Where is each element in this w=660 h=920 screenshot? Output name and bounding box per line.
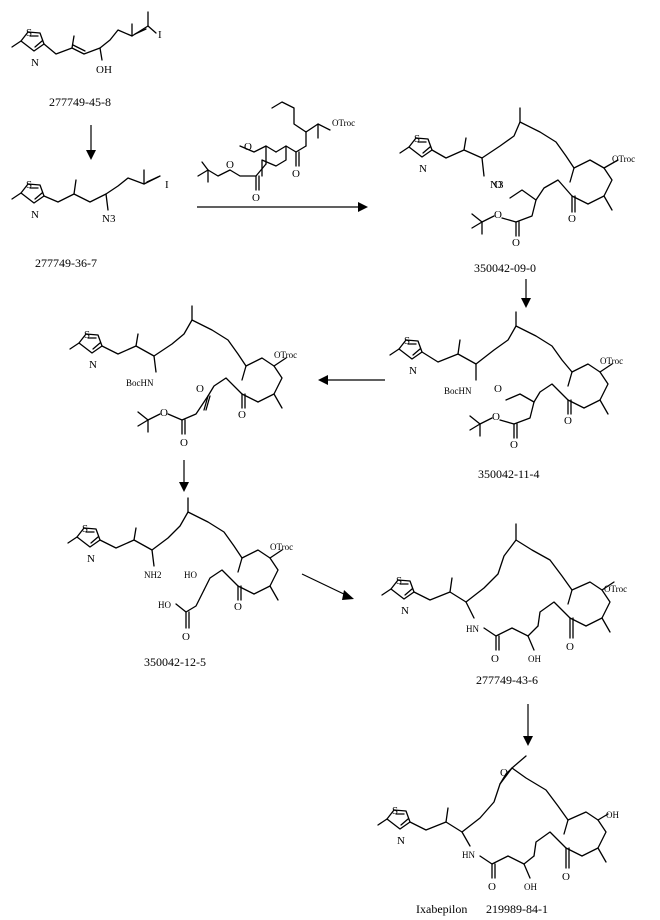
ester-oxygen-label: O: [494, 209, 502, 221]
amide-oxygen-label: O: [491, 653, 499, 665]
cas-label: 277749-43-6: [476, 673, 538, 687]
reagent-fragment: OTroc O O O O: [197, 101, 355, 204]
nitrogen-label: N: [31, 209, 39, 221]
compound-bochn-ketoester: S N OTroc O BocHN O O O: [69, 305, 297, 449]
otroc-label: OTroc: [270, 542, 293, 552]
sulfur-label: S: [84, 329, 90, 341]
ester-oxygen-label: O: [160, 407, 168, 419]
iodo-label: I: [158, 29, 162, 41]
hydroxyl-label: HO: [184, 570, 197, 580]
ester-oxygen-label: O: [226, 159, 234, 171]
ketone-oxygen-label: O: [566, 641, 574, 653]
amine-label: NH2: [144, 570, 162, 580]
nitrogen-label: N: [89, 359, 97, 371]
hydroxyl-label: OH: [524, 882, 537, 892]
ketone-oxygen-label: O: [238, 409, 246, 421]
iodo-label: I: [165, 179, 169, 191]
nitrogen-label: N: [401, 605, 409, 617]
cas-label: 350042-11-4: [478, 467, 540, 481]
arrow-step-4: [318, 375, 385, 385]
nitrogen-label: N: [397, 835, 405, 847]
arrow-step-2: [197, 202, 368, 212]
amide-nh-label: HN: [466, 624, 479, 634]
epoxide-oxygen-label: O: [500, 767, 508, 779]
hydroxyl-label: OH: [606, 810, 619, 820]
sulfur-label: S: [26, 179, 32, 191]
arrow-step-6: [301, 573, 354, 600]
otroc-label: OTroc: [332, 118, 355, 128]
cas-label: 350042-12-5: [144, 655, 206, 669]
sulfur-label: S: [392, 805, 398, 817]
methoxy-oxygen-label: O: [244, 141, 252, 153]
arrow-step-1: [86, 125, 96, 160]
acid-hydroxyl-label: HO: [158, 600, 171, 610]
compound-277749-43-6: S N OTroc O HN O OH 277749-43-6: [381, 523, 627, 687]
arrow-step-5: [179, 460, 189, 492]
ketone-oxygen-label: O: [562, 871, 570, 883]
nitrogen-label: N: [31, 57, 39, 69]
otroc-label: OTroc: [612, 154, 635, 164]
sulfur-label: S: [26, 27, 32, 39]
ketone-oxygen-label: O: [564, 415, 572, 427]
cas-label: 219989-84-1: [486, 902, 548, 916]
ketone-oxygen-label: O: [196, 383, 204, 395]
ester-carbonyl-oxygen-label: O: [252, 192, 260, 204]
cas-label: 277749-36-7: [35, 256, 97, 270]
nitrogen-label: N: [409, 365, 417, 377]
compound-name-label: Ixabepilon: [416, 902, 467, 916]
hydroxyl-label: OH: [96, 64, 112, 76]
bochn-label: BocHN: [126, 378, 154, 388]
nitrogen-label: N: [87, 553, 95, 565]
amide-oxygen-label: O: [488, 881, 496, 893]
ketone-oxygen-label: O: [292, 168, 300, 180]
compound-277749-36-7: S N N3 I 277749-36-7: [11, 169, 169, 270]
ester-oxygen-label: O: [492, 411, 500, 423]
ester-carbonyl-oxygen-label: O: [510, 439, 518, 451]
arrow-step-7: [523, 704, 533, 746]
sulfur-label: S: [82, 523, 88, 535]
cas-label: 277749-45-8: [49, 95, 111, 109]
arrow-step-3: [521, 279, 531, 308]
compound-350042-11-4: S N OTroc O BocHN O O O 350042-11-4: [389, 311, 623, 481]
otroc-label: OTroc: [604, 584, 627, 594]
sulfur-label: S: [396, 575, 402, 587]
nitrogen-label: N: [419, 163, 427, 175]
bochn-label: BocHN: [444, 386, 472, 396]
hydroxyl-label: OH: [528, 654, 541, 664]
methoxy-oxygen-label: O: [494, 383, 502, 395]
azide-label: N3: [490, 179, 504, 191]
ester-carbonyl-oxygen-label: O: [180, 437, 188, 449]
ester-carbonyl-oxygen-label: O: [512, 237, 520, 249]
azide-label: N3: [102, 213, 116, 225]
compound-350042-12-5: S N OTroc O NH2 HO HO O 350042-12-5: [67, 497, 293, 669]
ketone-oxygen-label: O: [568, 213, 576, 225]
ketone-oxygen-label: O: [234, 601, 242, 613]
sulfur-label: S: [414, 133, 420, 145]
acid-carbonyl-oxygen-label: O: [182, 631, 190, 643]
cas-label: 350042-09-0: [474, 261, 536, 275]
compound-277749-45-8: S N OH I 277749-45-8: [11, 11, 162, 109]
methoxy-oxygen-label: O: [494, 179, 502, 191]
amide-nh-label: HN: [462, 850, 475, 860]
sulfur-label: S: [404, 335, 410, 347]
otroc-label: OTroc: [600, 356, 623, 366]
compound-ixabepilone: S N O OH O HN O OH Ixabepilon 219989-84-…: [377, 755, 619, 916]
compound-350042-09-0: S N OTroc O N3 O O O 350042-09-0: [399, 107, 635, 275]
otroc-label: OTroc: [274, 350, 297, 360]
